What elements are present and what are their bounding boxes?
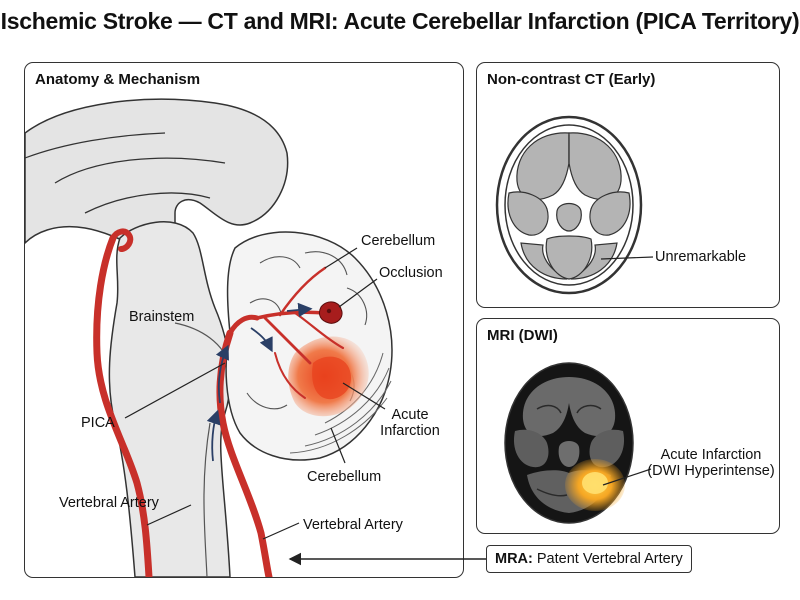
cerebrum-fold: [54, 157, 226, 184]
ct-panel: Non-contrast CT (Early) Unremarkable: [476, 62, 780, 308]
leader-cerebellum-bottom: [330, 427, 346, 464]
ct-temporal-lobe: [589, 191, 631, 236]
cerebellum-folia: [304, 251, 348, 276]
page-title: Ischemic Stroke — CT and MRI: Acute Cere…: [0, 8, 800, 34]
label-occlusion: Occlusion: [379, 265, 443, 281]
brainstem-medulla-line: [203, 422, 211, 577]
leader-vertebral-right: [262, 522, 300, 540]
mra-text: Patent Vertebral Artery: [536, 551, 683, 567]
label-cerebellum-bottom: Cerebellum: [307, 469, 382, 485]
mri-sulcus: [536, 488, 568, 497]
ct-temporal-lobe: [507, 191, 549, 236]
mri-brainstem: [558, 441, 580, 467]
label-ct-unremarkable: Unremarkable: [655, 249, 747, 265]
vertebral-artery-left: [93, 234, 153, 577]
leader-occlusion: [338, 278, 378, 308]
ct-midbrain: [556, 202, 582, 232]
cerebellum-folia: [259, 256, 301, 269]
mri-frontal-lobe: [522, 377, 569, 437]
label-vertebral-artery-left: Vertebral Artery: [59, 495, 159, 511]
cerebellum-folia: [314, 367, 390, 436]
label-acute-infarction: Acute Infarction: [365, 407, 455, 439]
mri-sulcus: [576, 404, 602, 414]
label-pica: PICA: [81, 415, 115, 431]
pica-branch: [278, 266, 327, 317]
cerebellum-folia: [289, 397, 388, 454]
cerebrum-fold: [25, 132, 166, 159]
label-acute-infarction-line2: Infarction: [380, 423, 440, 439]
mri-sulcus: [536, 404, 562, 414]
flow-arrow: [215, 344, 229, 404]
vertebral-artery-right: [216, 329, 273, 577]
pica-artery: [255, 310, 327, 320]
cerebellum-folia: [304, 380, 392, 447]
ct-cerebellum-center: [545, 235, 593, 280]
flow-arrow: [206, 409, 221, 462]
anatomy-illustration: [25, 98, 393, 577]
leader-ct-unremarkable: [600, 256, 654, 260]
pica-branch: [274, 352, 306, 399]
flow-arrow: [286, 302, 313, 318]
mri-temporal-lobe: [589, 429, 625, 468]
leader-vertebral-left: [146, 504, 192, 526]
infarct-region-core: [312, 356, 352, 400]
ct-scan-illustration: [495, 115, 654, 295]
basilar-artery: [227, 314, 260, 336]
cerebrum-fold: [84, 192, 211, 214]
leader-mri-acute-infarction: [602, 468, 652, 486]
vertebral-artery-left-hook: [110, 228, 134, 252]
mri-frontal-lobe: [569, 377, 616, 437]
cerebellum-folia: [249, 298, 282, 314]
occlusion-clot-dot: [326, 308, 332, 314]
leader-cerebellum-top: [324, 247, 358, 269]
mri-scan-illustration: [504, 362, 652, 524]
anatomy-panel-title: Anatomy & Mechanism: [35, 71, 201, 88]
mra-prefix: MRA:: [495, 551, 533, 567]
label-mri-acute-infarction-line2: (DWI Hyperintense): [647, 463, 775, 479]
mri-temporal-lobe: [513, 429, 549, 468]
cerebellum-folia: [246, 392, 288, 410]
label-brainstem: Brainstem: [129, 309, 195, 325]
mri-panel: MRI (DWI) Acute Infarction (DWI Hyperint…: [476, 318, 780, 534]
label-cerebellum-top: Cerebellum: [361, 233, 436, 249]
mri-dwi-hyperintense-core: [582, 472, 608, 494]
label-mri-acute-infarction: Acute Infarction (DWI Hyperintense): [647, 447, 775, 479]
label-vertebral-artery-right: Vertebral Artery: [303, 517, 403, 533]
flow-arrow: [250, 327, 273, 353]
pica-branch: [263, 316, 312, 365]
ct-panel-title: Non-contrast CT (Early): [487, 71, 656, 88]
leader-acute-infarction: [342, 382, 386, 410]
mra-callout: MRA: Patent Vertebral Artery: [486, 545, 692, 573]
mri-panel-title: MRI (DWI): [487, 327, 558, 344]
occlusion-clot: [318, 301, 343, 324]
label-mri-acute-infarction-line1: Acute Infarction: [660, 447, 762, 463]
anatomy-panel: Anatomy & Mechanism: [24, 62, 464, 578]
label-acute-infarction-line1: Acute: [391, 407, 429, 423]
brainstem-shape: [108, 221, 231, 577]
cerebellum-folia: [346, 287, 368, 326]
leader-pica: [124, 362, 226, 419]
